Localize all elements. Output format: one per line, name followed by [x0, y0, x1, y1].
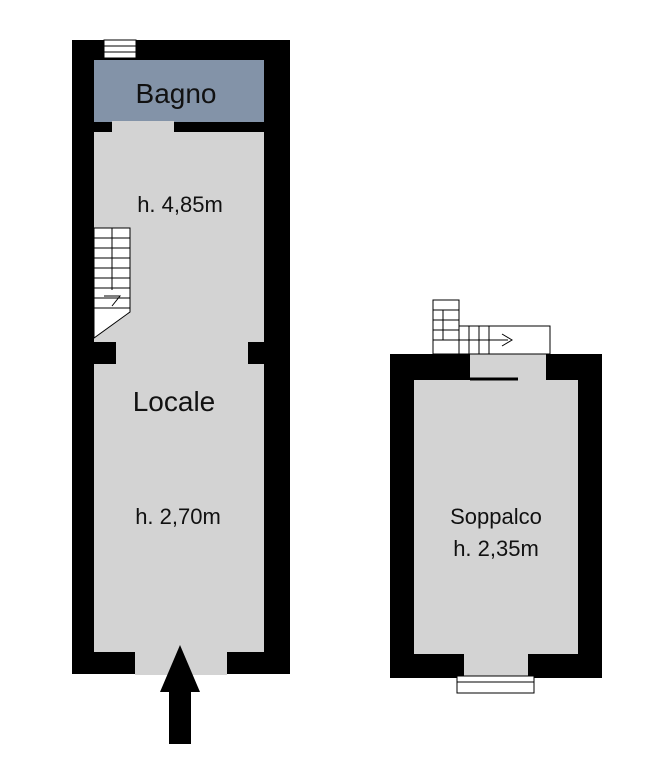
- stairs-opening: [470, 352, 546, 382]
- room-locale-label: Locale: [133, 386, 216, 417]
- bathroom-floor: [94, 60, 264, 122]
- arrow-up-icon: [160, 645, 200, 744]
- partition-opening: [116, 340, 248, 366]
- left-plan: Bagno h. 4,85m Locale h. 2,70m: [72, 39, 290, 744]
- window-icon: [456, 675, 535, 694]
- mezzanine-floor: [414, 380, 578, 654]
- soppalco-height-label: h. 2,35m: [453, 536, 539, 561]
- lower-room-floor: [94, 364, 264, 652]
- stairs-icon: [93, 227, 131, 339]
- room-soppalco-label: Soppalco: [450, 504, 542, 529]
- bottom-opening: [464, 652, 528, 676]
- right-plan: Soppalco h. 2,35m: [390, 299, 602, 694]
- room-bagno-label: Bagno: [136, 78, 217, 109]
- bathroom-door-opening: [112, 121, 174, 133]
- upper-height-label: h. 4,85m: [137, 192, 223, 217]
- stairs-icon: [432, 299, 551, 355]
- lower-height-label: h. 2,70m: [135, 504, 221, 529]
- window-icon: [103, 39, 137, 59]
